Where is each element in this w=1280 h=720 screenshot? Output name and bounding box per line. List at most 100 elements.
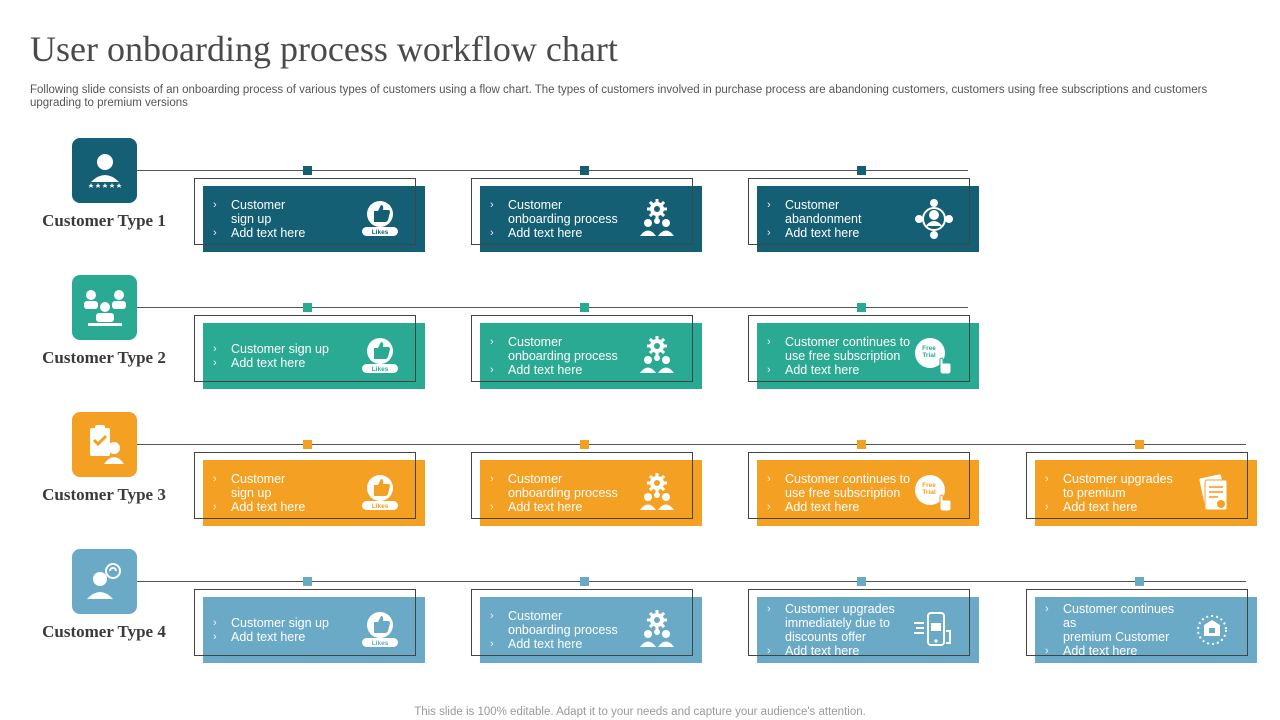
premium-documents-icon	[1189, 470, 1235, 516]
customer-type-label: Customer Type 4	[42, 622, 166, 641]
bullet-chevron-icon: ›	[213, 473, 217, 485]
bullet-chevron-icon: ›	[1045, 473, 1049, 485]
bullet-chevron-icon: ›	[490, 336, 494, 348]
step-text: ›Customer sign up›Add text here	[213, 342, 358, 370]
connector-marker	[857, 166, 866, 175]
step-placeholder-text: Add text here	[508, 226, 583, 240]
step-placeholder-text: Add text here	[508, 637, 583, 651]
bullet-chevron-icon: ›	[490, 199, 494, 211]
bullet-chevron-icon: ›	[213, 199, 217, 211]
bullet-chevron-icon: ›	[767, 645, 771, 657]
likes-icon: Likes	[357, 607, 403, 653]
abandon-network-icon	[911, 196, 957, 242]
bullet-chevron-icon: ›	[490, 227, 494, 239]
likes-icon: Likes	[357, 470, 403, 516]
bullet-chevron-icon: ›	[767, 199, 771, 211]
free-trial-icon: Free Trial	[911, 333, 957, 379]
bullet-chevron-icon: ›	[767, 364, 771, 376]
bullet-chevron-icon: ›	[213, 617, 217, 629]
step-placeholder-text: Add text here	[785, 226, 860, 240]
likes-icon: Likes	[357, 196, 403, 242]
bullet-chevron-icon: ›	[490, 473, 494, 485]
bullet-chevron-icon: ›	[490, 501, 494, 513]
bullet-chevron-icon: ›	[213, 631, 217, 643]
connector-line	[137, 444, 1246, 445]
customer-row-4: Customer Type 4 › Customer sign up › Add tex…	[0, 549, 1280, 669]
connector-marker	[580, 166, 589, 175]
step-placeholder-text: Add text here	[785, 363, 860, 377]
bullet-chevron-icon: ›	[1045, 645, 1049, 657]
premium-badge-icon	[1189, 607, 1235, 653]
bullet-chevron-icon: ›	[213, 227, 217, 239]
step-title: Customer abandonment	[785, 198, 862, 226]
step-placeholder-text: Add text here	[1063, 500, 1138, 514]
step-placeholder-text: Add text here	[508, 500, 583, 514]
connector-marker	[303, 577, 312, 586]
connector-marker	[303, 440, 312, 449]
customer-type-label: Customer Type 3	[42, 485, 166, 504]
mobile-discount-icon	[911, 607, 957, 653]
step-placeholder-text: Add text here	[231, 500, 306, 514]
free-trial-icon-label: Free Trial	[922, 482, 936, 496]
user-support-icon	[72, 549, 137, 614]
connector-line	[137, 170, 968, 171]
bullet-chevron-icon: ›	[767, 336, 771, 348]
step-text: › Customer abandonment › Add text here	[767, 198, 912, 240]
connector-marker	[580, 440, 589, 449]
free-trial-icon-label: Free Trial	[922, 345, 936, 359]
likes-icon-label: Likes	[371, 503, 389, 510]
step-placeholder-text: Add text here	[231, 226, 306, 240]
bullet-chevron-icon: ›	[490, 610, 494, 622]
likes-icon-label: Likes	[371, 229, 389, 236]
step-title: Customer sign up	[231, 616, 329, 630]
page-subtitle: Following slide consists of an onboardin…	[30, 84, 1208, 109]
bullet-chevron-icon: ›	[1045, 603, 1049, 615]
step-title: Customer sign up	[231, 342, 329, 356]
user-rating-icon	[72, 138, 137, 203]
bullet-chevron-icon: ›	[213, 357, 217, 369]
bullet-chevron-icon: ›	[767, 473, 771, 485]
step-placeholder-text: Add text here	[231, 630, 306, 644]
likes-icon-label: Likes	[371, 640, 389, 647]
bullet-chevron-icon: ›	[767, 227, 771, 239]
checklist-user-icon	[72, 412, 137, 477]
step-placeholder-text: Add text here	[231, 356, 306, 370]
customer-row-2: Customer Type 2›Customer sign up›Add tex…	[0, 275, 1280, 395]
bullet-chevron-icon: ›	[767, 501, 771, 513]
step-placeholder-text: Add text here	[785, 644, 860, 658]
bullet-chevron-icon: ›	[1045, 501, 1049, 513]
likes-icon: Likes	[357, 333, 403, 379]
connector-marker	[303, 303, 312, 312]
bullet-chevron-icon: ›	[490, 364, 494, 376]
connector-marker	[1135, 577, 1144, 586]
step-text: › Customer sign up › Add text here	[213, 616, 358, 644]
step-placeholder-text: Add text here	[785, 500, 860, 514]
free-trial-icon: Free Trial	[911, 470, 957, 516]
customer-type-label: Customer Type 1	[42, 211, 166, 230]
connector-marker	[857, 303, 866, 312]
